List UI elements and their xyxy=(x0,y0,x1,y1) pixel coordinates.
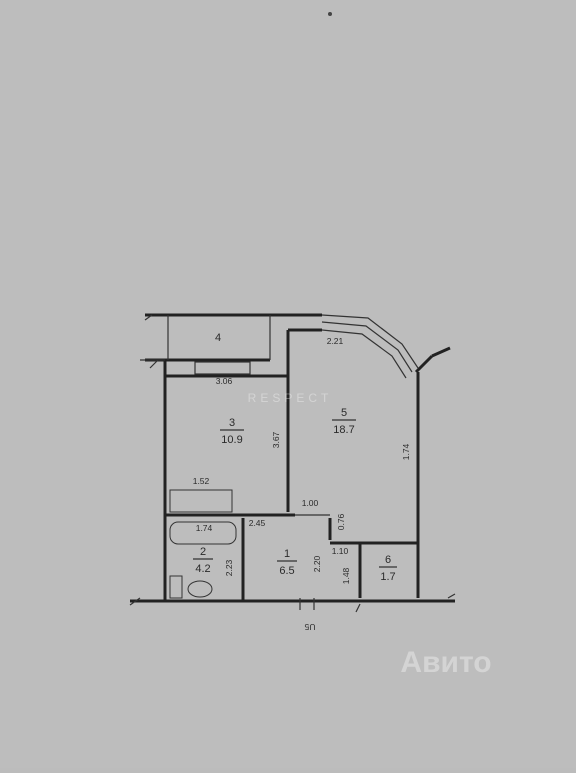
dim-u5: U5 xyxy=(304,622,315,632)
dimension-labels: 2.21 3.06 3.67 1.74 1.52 1.00 0.76 2.45 … xyxy=(193,336,411,632)
dim-1-52: 1.52 xyxy=(193,476,210,486)
dim-1-48: 1.48 xyxy=(341,567,351,584)
dim-2-21: 2.21 xyxy=(327,336,344,346)
bathtub xyxy=(169,521,237,545)
room-number: 2 xyxy=(200,546,206,558)
room-3-label: 3 10.9 xyxy=(220,417,244,446)
room-5-label: 5 18.7 xyxy=(332,407,356,436)
dim-3-06: 3.06 xyxy=(216,376,233,386)
dim-2-45: 2.45 xyxy=(249,518,266,528)
room-2-label: 2 4.2 xyxy=(193,546,213,575)
watermark-respect: RESPECT xyxy=(248,391,333,405)
toilet xyxy=(187,580,213,598)
room-number: 3 xyxy=(229,417,235,429)
speck xyxy=(328,12,332,16)
dim-0-76: 0.76 xyxy=(336,513,346,530)
watermark-avito: Авито xyxy=(400,646,491,679)
room-area: 18.7 xyxy=(333,424,354,436)
cabinet xyxy=(169,575,183,599)
exterior-walls xyxy=(129,313,456,606)
dim-1-00: 1.00 xyxy=(302,498,319,508)
room-4-label: 4 xyxy=(215,332,221,344)
room-number: 4 xyxy=(215,332,221,344)
room-1-label: 1 6.5 xyxy=(277,548,297,577)
dim-2-23: 2.23 xyxy=(224,559,234,576)
room-area: 4.2 xyxy=(195,563,210,575)
room-number: 6 xyxy=(385,554,391,566)
room-area: 10.9 xyxy=(221,434,242,446)
dim-1-10: 1.10 xyxy=(332,546,349,556)
interior-walls xyxy=(165,330,418,613)
room-number: 1 xyxy=(284,548,290,560)
room-area: 1.7 xyxy=(380,571,395,583)
room-6-label: 6 1.7 xyxy=(379,554,397,583)
room-area: 6.5 xyxy=(279,565,294,577)
dim-1-74-vertical: 1.74 xyxy=(401,443,411,460)
dim-1-74: 1.74 xyxy=(196,523,213,533)
room-number: 5 xyxy=(341,407,347,419)
dim-3-67: 3.67 xyxy=(271,431,281,448)
wardrobe-room-3 xyxy=(169,489,233,513)
window-room-3 xyxy=(194,361,251,375)
dim-2-20: 2.20 xyxy=(312,555,322,572)
